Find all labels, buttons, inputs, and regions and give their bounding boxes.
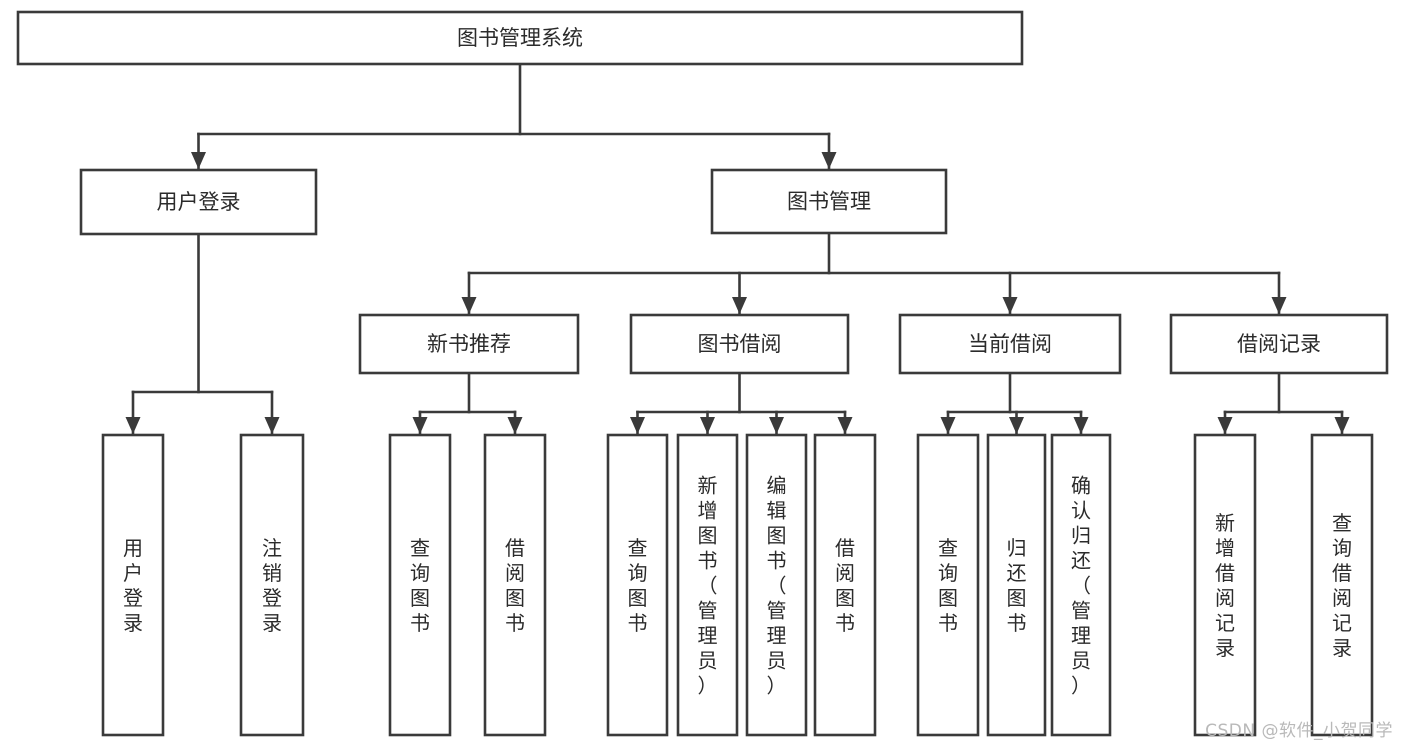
node-leaf-add-record-box[interactable] [1193,433,1257,737]
arrow-head-icon [732,297,747,314]
arrow-head-icon [1334,417,1350,434]
node-current-borrow-label: 当前借阅 [968,332,1052,356]
node-book-manage[interactable]: 图书管理 [710,168,948,235]
node-book-manage-label: 图书管理 [787,190,871,214]
arrow-head-icon [700,417,715,434]
node-leaf-return-book-label: 归还图书 [1007,536,1027,635]
node-current-borrow-box[interactable] [898,313,1122,375]
node-root-system-label: 图书管理系统 [457,26,583,50]
arrow-head-icon [821,152,837,169]
arrow-head-icon [1073,417,1089,434]
node-book-borrow-label: 图书借阅 [698,332,782,356]
node-leaf-return-book-box[interactable] [986,433,1047,737]
arrow-head-icon [1009,417,1024,434]
node-leaf-add-book-box[interactable] [676,433,739,737]
node-leaf-user-login-box[interactable] [101,433,165,737]
node-leaf-user-login-label: 用户登录 [123,536,143,635]
node-root-system-box[interactable] [16,10,1024,66]
node-current-borrow[interactable]: 当前借阅 [898,313,1122,375]
node-leaf-logout-label: 注销登录 [262,536,282,635]
node-leaf-query-book-3-box[interactable] [916,433,980,737]
node-leaf-borrow-book-2-box[interactable] [813,433,877,737]
node-new-book-recommend[interactable]: 新书推荐 [358,313,580,375]
arrow-head-icon [461,297,477,314]
node-new-book-recommend-label: 新书推荐 [427,332,511,356]
node-leaf-borrow-book-2-label: 借阅图书 [835,536,855,635]
node-book-manage-box[interactable] [710,168,948,235]
arrow-head-icon [1271,297,1287,314]
node-borrow-record-box[interactable] [1169,313,1389,375]
arrow-head-icon [769,417,784,434]
node-user-login-label: 用户登录 [157,190,241,214]
node-borrow-record-label: 借阅记录 [1237,332,1321,356]
arrow-head-icon [264,417,280,434]
node-borrow-record[interactable]: 借阅记录 [1169,313,1389,375]
node-user-login-box[interactable] [79,168,318,236]
node-leaf-confirm-return-label: 确认归还（管理员） [1071,474,1091,698]
connector-layer [125,62,1350,435]
node-leaf-borrow-book-2[interactable]: 借阅图书 [813,433,877,737]
node-leaf-query-book-3[interactable]: 查询图书 [916,433,980,737]
node-leaf-query-book-2-label: 查询图书 [628,536,648,635]
node-leaf-borrow-book-1-label: 借阅图书 [505,536,525,635]
node-book-borrow-box[interactable] [629,313,850,375]
node-leaf-add-book-label: 新增图书（管理员） [698,474,718,698]
arrow-head-icon [507,417,523,434]
arrow-head-icon [191,152,206,169]
node-leaf-logout-box[interactable] [239,433,305,737]
node-layer: 图书管理系统用户登录图书管理新书推荐图书借阅当前借阅借阅记录用户登录注销登录查询… [16,10,1389,737]
node-leaf-add-record[interactable]: 新增借阅记录 [1193,433,1257,737]
node-leaf-logout[interactable]: 注销登录 [239,433,305,737]
arrow-head-icon [125,417,141,434]
node-user-login[interactable]: 用户登录 [79,168,318,236]
node-leaf-query-record[interactable]: 查询借阅记录 [1310,433,1374,737]
node-leaf-add-book[interactable]: 新增图书（管理员） [676,433,739,737]
node-leaf-query-book-1[interactable]: 查询图书 [388,433,452,737]
node-book-borrow[interactable]: 图书借阅 [629,313,850,375]
node-leaf-user-login[interactable]: 用户登录 [101,433,165,737]
node-leaf-query-book-2-box[interactable] [606,433,669,737]
node-leaf-confirm-return-box[interactable] [1050,433,1112,737]
node-leaf-edit-book-box[interactable] [745,433,808,737]
node-leaf-edit-book[interactable]: 编辑图书（管理员） [745,433,808,737]
node-new-book-recommend-box[interactable] [358,313,580,375]
arrow-head-icon [1002,297,1018,314]
arrow-head-icon [1217,417,1233,434]
node-leaf-query-book-2[interactable]: 查询图书 [606,433,669,737]
node-leaf-add-record-label: 新增借阅记录 [1215,511,1235,660]
arrow-head-icon [940,417,956,434]
node-leaf-confirm-return[interactable]: 确认归还（管理员） [1050,433,1112,737]
node-leaf-query-book-3-label: 查询图书 [938,536,958,635]
node-leaf-query-book-1-label: 查询图书 [410,536,430,635]
arrow-head-icon [630,417,645,434]
node-leaf-return-book[interactable]: 归还图书 [986,433,1047,737]
node-leaf-query-record-label: 查询借阅记录 [1332,511,1352,660]
node-leaf-borrow-book-1[interactable]: 借阅图书 [483,433,547,737]
node-leaf-edit-book-label: 编辑图书（管理员） [767,474,787,698]
arrow-head-icon [837,417,853,434]
watermark-label: CSDN @软件_小贺同学 [1205,721,1393,741]
node-leaf-borrow-book-1-box[interactable] [483,433,547,737]
node-leaf-query-book-1-box[interactable] [388,433,452,737]
node-leaf-query-record-box[interactable] [1310,433,1374,737]
arrow-head-icon [412,417,428,434]
node-root-system[interactable]: 图书管理系统 [16,10,1024,66]
